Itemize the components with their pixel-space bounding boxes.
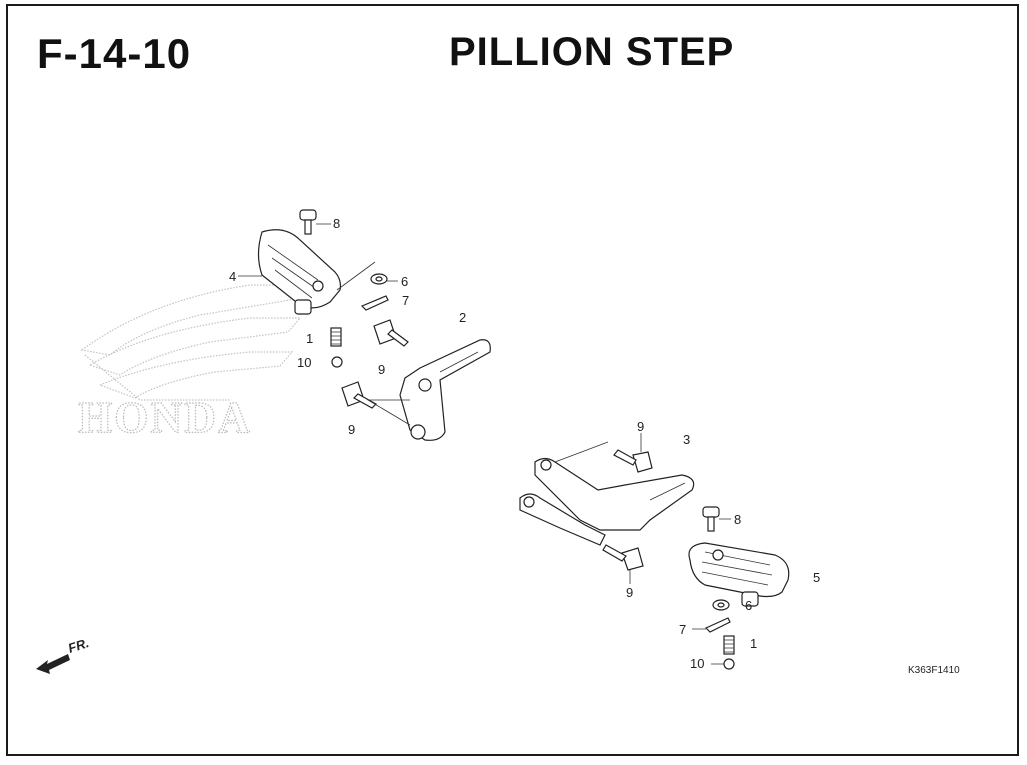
pin-8-left [299, 209, 317, 235]
callout-7-right: 7 [679, 622, 686, 637]
ball-10-right [723, 658, 735, 670]
washer-6-left [370, 273, 388, 285]
page-title: PILLION STEP [449, 30, 735, 74]
callout-3: 3 [683, 432, 690, 447]
callout-6-left: 6 [401, 274, 408, 289]
callout-10-left: 10 [297, 355, 311, 370]
bracket-3 [519, 441, 695, 546]
callout-9-right-lower: 9 [626, 585, 633, 600]
cotter-pin-7-left [360, 295, 389, 311]
bracket-2 [399, 339, 491, 441]
bolt-9-right-upper [613, 449, 653, 473]
honda-wing-logo: HONDA [77, 284, 302, 443]
callout-9-left-lower: 9 [348, 422, 355, 437]
callout-10-right: 10 [690, 656, 704, 671]
ball-10-left [331, 356, 343, 368]
step-4-left [257, 229, 342, 315]
callout-1-left: 1 [306, 331, 313, 346]
watermark-text: HONDA [78, 393, 252, 442]
pin-8-right [702, 506, 720, 532]
callout-7-left: 7 [402, 293, 409, 308]
callout-6-right: 6 [745, 598, 752, 613]
front-arrow-icon [36, 654, 70, 674]
step-5-right [688, 542, 790, 607]
bolt-9-left-lower [341, 381, 377, 409]
callout-4: 4 [229, 269, 236, 284]
bolt-9-right-lower [602, 544, 644, 571]
figure-id: K363F1410 [908, 665, 960, 676]
cotter-pin-7-right [704, 617, 731, 633]
washer-6-right [712, 599, 730, 611]
diagram-frame [6, 4, 1019, 756]
callout-8-right: 8 [734, 512, 741, 527]
callout-1-right: 1 [750, 636, 757, 651]
bolt-9-left-upper [373, 319, 409, 347]
spring-1-right [723, 635, 735, 655]
callout-9-right-upper: 9 [637, 419, 644, 434]
spring-1-left [330, 327, 342, 347]
section-code: F-14-10 [37, 30, 192, 77]
callout-8-left: 8 [333, 216, 340, 231]
callout-5: 5 [813, 570, 820, 585]
callout-9-left-upper: 9 [378, 362, 385, 377]
callout-2: 2 [459, 310, 466, 325]
